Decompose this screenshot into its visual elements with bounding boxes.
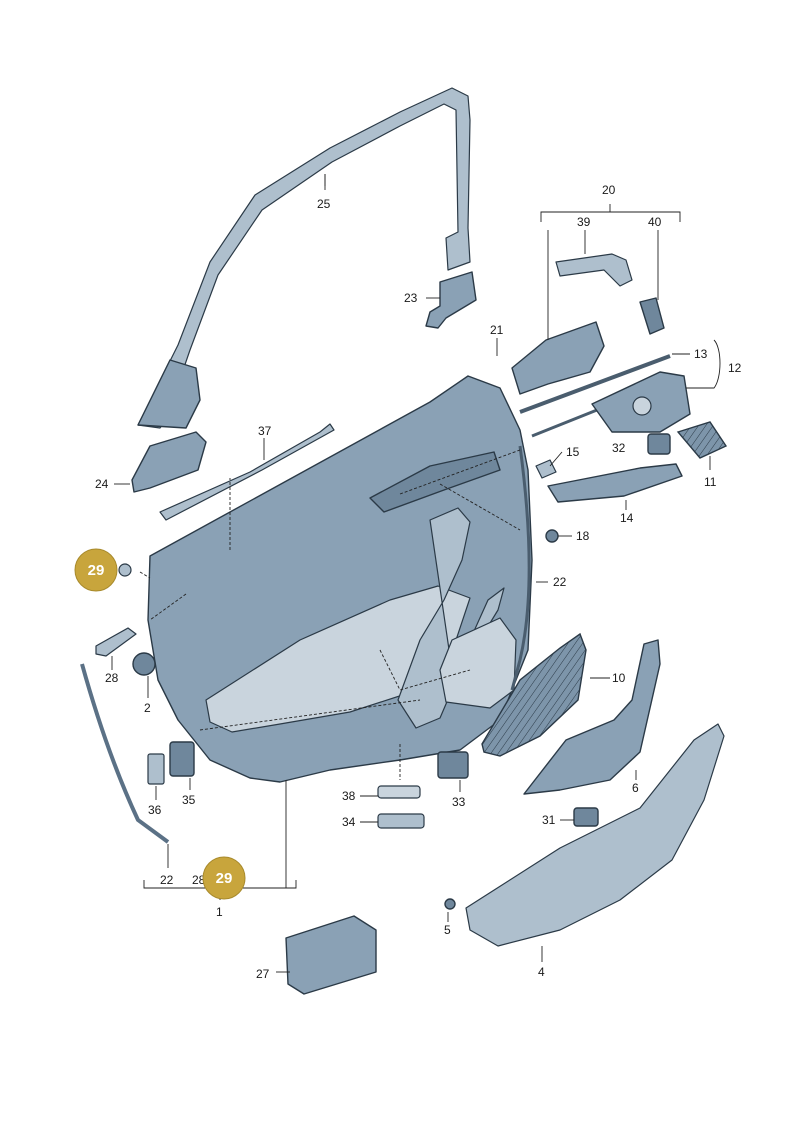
handle-39-part xyxy=(555,253,633,287)
speaker-opening-part xyxy=(439,617,517,709)
pull-handle-part xyxy=(397,507,505,729)
callout-15: 15 xyxy=(566,445,580,459)
callout-13: 13 xyxy=(694,347,708,361)
part-34 xyxy=(377,813,425,829)
callout-6: 6 xyxy=(632,781,639,795)
handle-24-part xyxy=(131,431,207,493)
callout-39: 39 xyxy=(577,215,591,229)
callout-32: 32 xyxy=(612,441,626,455)
grille-11-part xyxy=(676,421,728,459)
screw-5-part xyxy=(444,898,456,910)
clip-28-part xyxy=(95,627,137,657)
highlight-badge-29-top-label: 29 xyxy=(88,562,105,579)
bracket-21-part xyxy=(511,321,605,395)
callout-36: 36 xyxy=(148,803,162,817)
part-38 xyxy=(377,785,421,799)
part-36 xyxy=(147,753,165,785)
callout-5: 5 xyxy=(444,923,451,937)
callout-1: 1 xyxy=(216,905,223,919)
callout-34: 34 xyxy=(342,815,356,829)
trim-bar-14-part xyxy=(547,463,683,503)
part-33 xyxy=(437,751,469,779)
callout-11: 11 xyxy=(704,475,717,489)
speaker-grille-10-part xyxy=(481,632,587,757)
callout-labels: 25 20 39 40 23 21 13 12 37 32 15 11 24 1… xyxy=(95,183,742,981)
highlight-badge-29-bottom-label: 29 xyxy=(216,870,233,887)
callout-27: 27 xyxy=(256,967,270,981)
trim-strip-37-part xyxy=(159,423,335,521)
callout-40: 40 xyxy=(648,215,662,229)
highlight-badge-29-bottom[interactable]: 29 xyxy=(202,856,246,900)
callout-24: 24 xyxy=(95,477,109,491)
callout-10: 10 xyxy=(612,671,626,685)
fastener-2-part xyxy=(132,652,156,676)
callout-18: 18 xyxy=(576,529,590,543)
callout-20: 20 xyxy=(602,183,616,197)
door-panel-part xyxy=(147,375,533,783)
handle-bracket-6-part xyxy=(523,639,661,795)
callout-2: 2 xyxy=(144,701,151,715)
callout-37: 37 xyxy=(258,424,272,438)
switch-knob-part xyxy=(632,396,652,416)
armrest-trim-4-part xyxy=(465,723,725,947)
callout-4: 4 xyxy=(538,965,545,979)
callout-25: 25 xyxy=(317,197,331,211)
callout-12: 12 xyxy=(728,361,742,375)
part-29 xyxy=(118,563,132,577)
callout-28-left: 28 xyxy=(105,671,119,685)
callout-38: 38 xyxy=(342,789,356,803)
seal-strip-22-left-part xyxy=(80,663,170,844)
callout-28-bottom: 28 xyxy=(192,873,206,887)
switch-panel-opening-part xyxy=(369,451,501,513)
part-32 xyxy=(647,433,671,455)
rod-13-part xyxy=(519,354,671,414)
callout-33: 33 xyxy=(452,795,466,809)
seal-strip-22-right-part xyxy=(510,445,531,691)
callout-31: 31 xyxy=(542,813,556,827)
bracket-23-part xyxy=(425,271,477,329)
callout-22-left: 22 xyxy=(160,873,174,887)
callout-14: 14 xyxy=(620,511,634,525)
highlight-badge-29-top[interactable]: 29 xyxy=(74,548,118,592)
callout-21: 21 xyxy=(490,323,504,337)
box-27-part xyxy=(285,915,377,995)
callout-35: 35 xyxy=(182,793,196,807)
part-40 xyxy=(639,297,665,335)
callout-22-right: 22 xyxy=(553,575,567,589)
pillar-trim-part xyxy=(137,359,201,429)
part-31 xyxy=(573,807,599,827)
screw-18-part xyxy=(545,529,559,543)
callout-23: 23 xyxy=(404,291,418,305)
part-35 xyxy=(169,741,195,777)
